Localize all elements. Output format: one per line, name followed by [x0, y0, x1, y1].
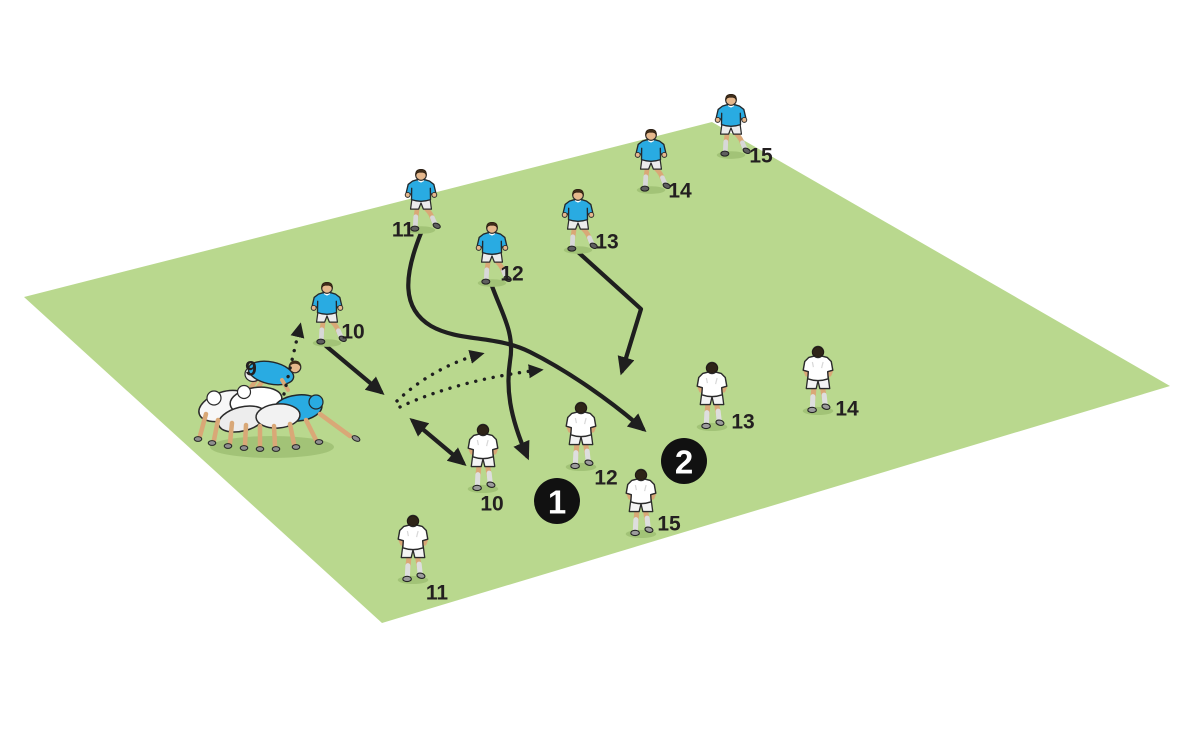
label-blue-10: 10: [341, 321, 364, 344]
arrow-pass-option-wide: [398, 364, 544, 409]
arrow-run-10-to-breakdown: [323, 343, 385, 395]
label-white-13: 13: [731, 411, 754, 434]
label-blue-12: 12: [500, 263, 523, 286]
arrow-run-11-cross: [406, 230, 647, 433]
pitch-surface: [24, 122, 1170, 623]
label-blue-14: 14: [668, 180, 692, 203]
phase-marker-number-2: 2: [675, 444, 693, 481]
label-blue-13: 13: [595, 231, 618, 254]
arrow-run-13-cut: [575, 249, 644, 376]
arrow-layer: [282, 230, 647, 466]
label-blue-11: 11: [392, 219, 415, 242]
arrow-pass-9-to-10: [282, 322, 305, 396]
label-white-12: 12: [594, 467, 617, 490]
label-blue-15: 15: [749, 145, 773, 168]
label-blue-9: 9: [245, 358, 257, 381]
label-white-10: 10: [480, 493, 503, 516]
label-white-11: 11: [426, 582, 449, 605]
arrow-shuttle-breakdown-10: [409, 418, 467, 466]
arrow-run-12-cross: [489, 283, 530, 461]
phase-marker-circle-2: [661, 438, 707, 484]
label-white-15: 15: [657, 513, 681, 536]
field-layer: [24, 122, 1170, 623]
phase-marker-layer: 12: [534, 438, 707, 524]
phase-marker-circle-1: [534, 478, 580, 524]
label-white-14: 14: [835, 398, 859, 421]
phase-marker-number-1: 1: [548, 484, 566, 521]
arrow-pass-option-short: [395, 349, 485, 403]
